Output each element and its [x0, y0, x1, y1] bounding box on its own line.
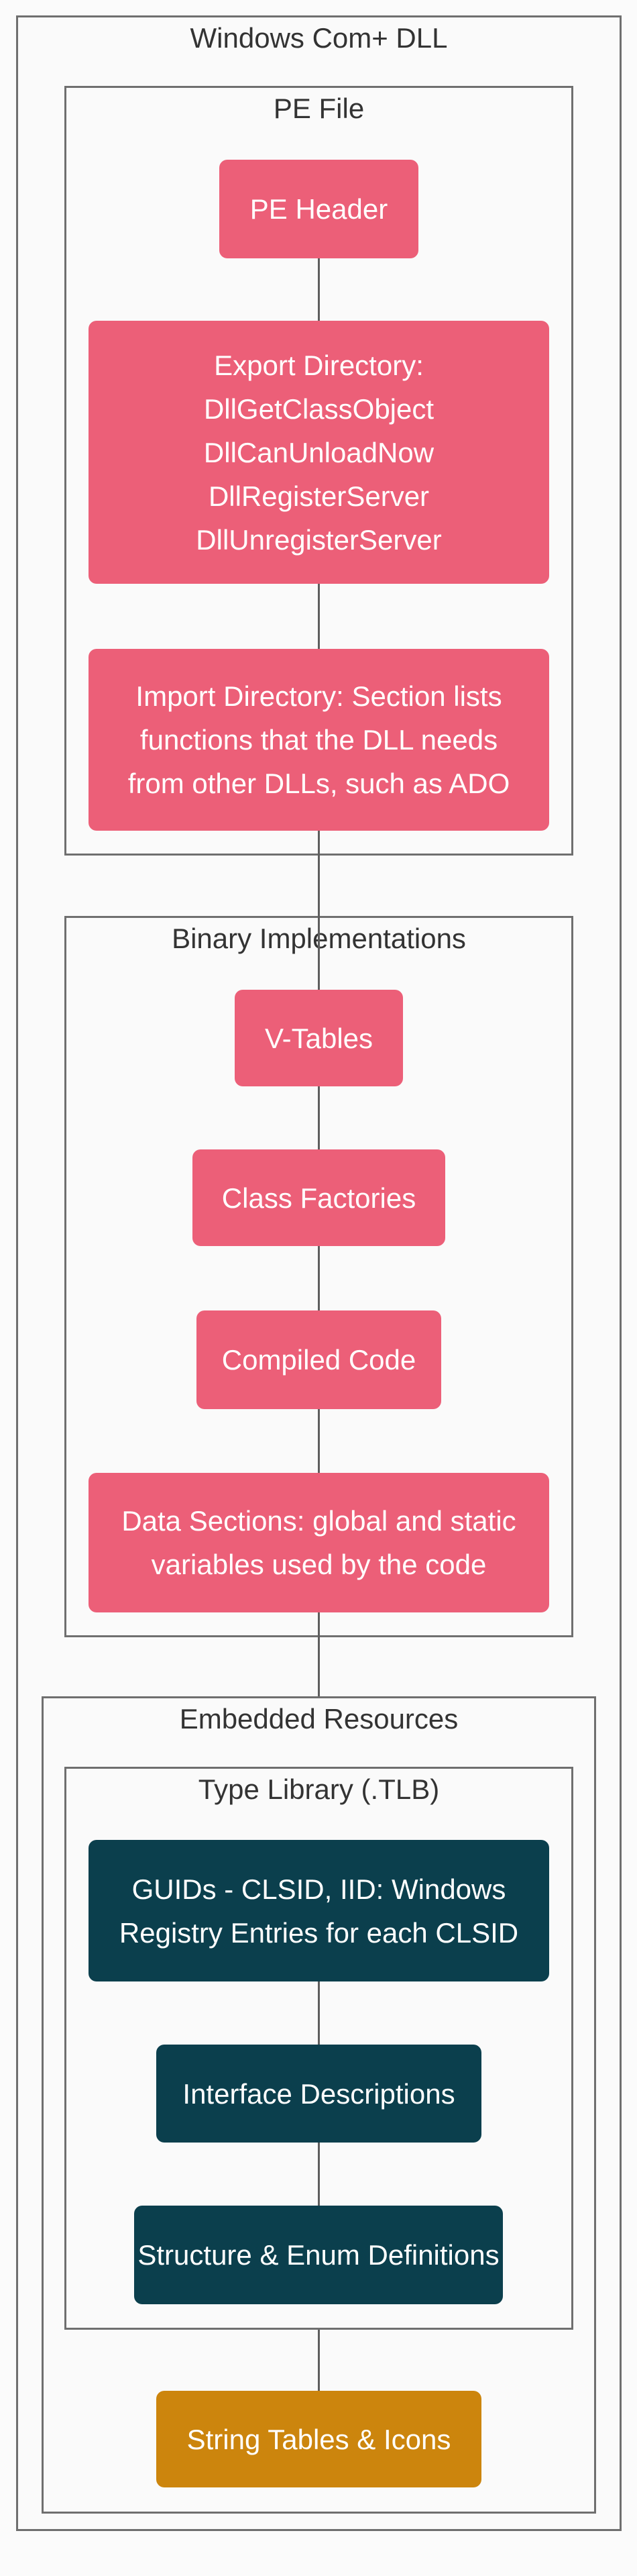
interface-descriptions-node: Interface Descriptions [156, 2045, 481, 2143]
data-sections-line: Data Sections: global and static [121, 1505, 516, 1537]
edge-peheader-export [318, 258, 320, 321]
edge-classfactories-compiledcode [318, 1246, 320, 1310]
interface-descriptions-label: Interface Descriptions [182, 2077, 455, 2110]
diagram-title: Windows Com+ DLL [190, 22, 448, 54]
type-library-title: Type Library (.TLB) [198, 1773, 440, 1805]
structure-enum-label: Structure & Enum Definitions [137, 2239, 500, 2271]
embedded-resources-title: Embedded Resources [179, 1703, 459, 1735]
edge-compiledcode-datasections [318, 1409, 320, 1473]
import-directory-line: Import Directory: Section lists [135, 680, 502, 712]
edge-import-vtables [318, 831, 320, 990]
edge-typelibrary-stringtables [318, 2330, 320, 2391]
edge-guids-interfacedescriptions [318, 1981, 320, 2045]
edge-export-import [318, 584, 320, 649]
data-sections-node: Data Sections: global and static variabl… [89, 1473, 549, 1612]
import-directory-line: functions that the DLL needs [139, 724, 498, 756]
import-directory-node: Import Directory: Section lists function… [89, 649, 549, 831]
data-sections-line: variables used by the code [151, 1549, 487, 1580]
compiled-code-label: Compiled Code [221, 1344, 416, 1376]
guids-line: GUIDs - CLSID, IID: Windows [131, 1873, 506, 1905]
edge-datasections-embeddedresources [318, 1612, 320, 1696]
pe-file-title: PE File [273, 93, 365, 124]
structure-enum-node: Structure & Enum Definitions [134, 2206, 503, 2304]
string-tables-label: String Tables & Icons [186, 2423, 451, 2455]
export-directory-line: DllUnregisterServer [196, 523, 442, 556]
export-directory-line: DllRegisterServer [208, 480, 430, 512]
export-directory-line: Export Directory: [214, 349, 424, 381]
export-directory-line: DllCanUnloadNow [203, 436, 435, 468]
compiled-code-node: Compiled Code [196, 1310, 441, 1409]
pe-header-label: PE Header [249, 193, 388, 225]
string-tables-node: String Tables & Icons [156, 2391, 481, 2487]
export-directory-node: Export Directory: DllGetClassObject DllC… [89, 321, 549, 584]
class-factories-label: Class Factories [221, 1182, 416, 1214]
edge-vtables-classfactories [318, 1086, 320, 1149]
class-factories-node: Class Factories [192, 1149, 445, 1246]
guids-node: GUIDs - CLSID, IID: Windows Registry Ent… [89, 1840, 549, 1981]
v-tables-label: V-Tables [264, 1022, 373, 1054]
export-directory-line: DllGetClassObject [203, 393, 435, 425]
edge-interfacedescriptions-structureenum [318, 2143, 320, 2206]
import-directory-line: from other DLLs, such as ADO [127, 768, 510, 799]
guids-line: Registry Entries for each CLSID [119, 1916, 519, 1949]
pe-header-node: PE Header [219, 160, 418, 258]
v-tables-node: V-Tables [235, 990, 403, 1086]
